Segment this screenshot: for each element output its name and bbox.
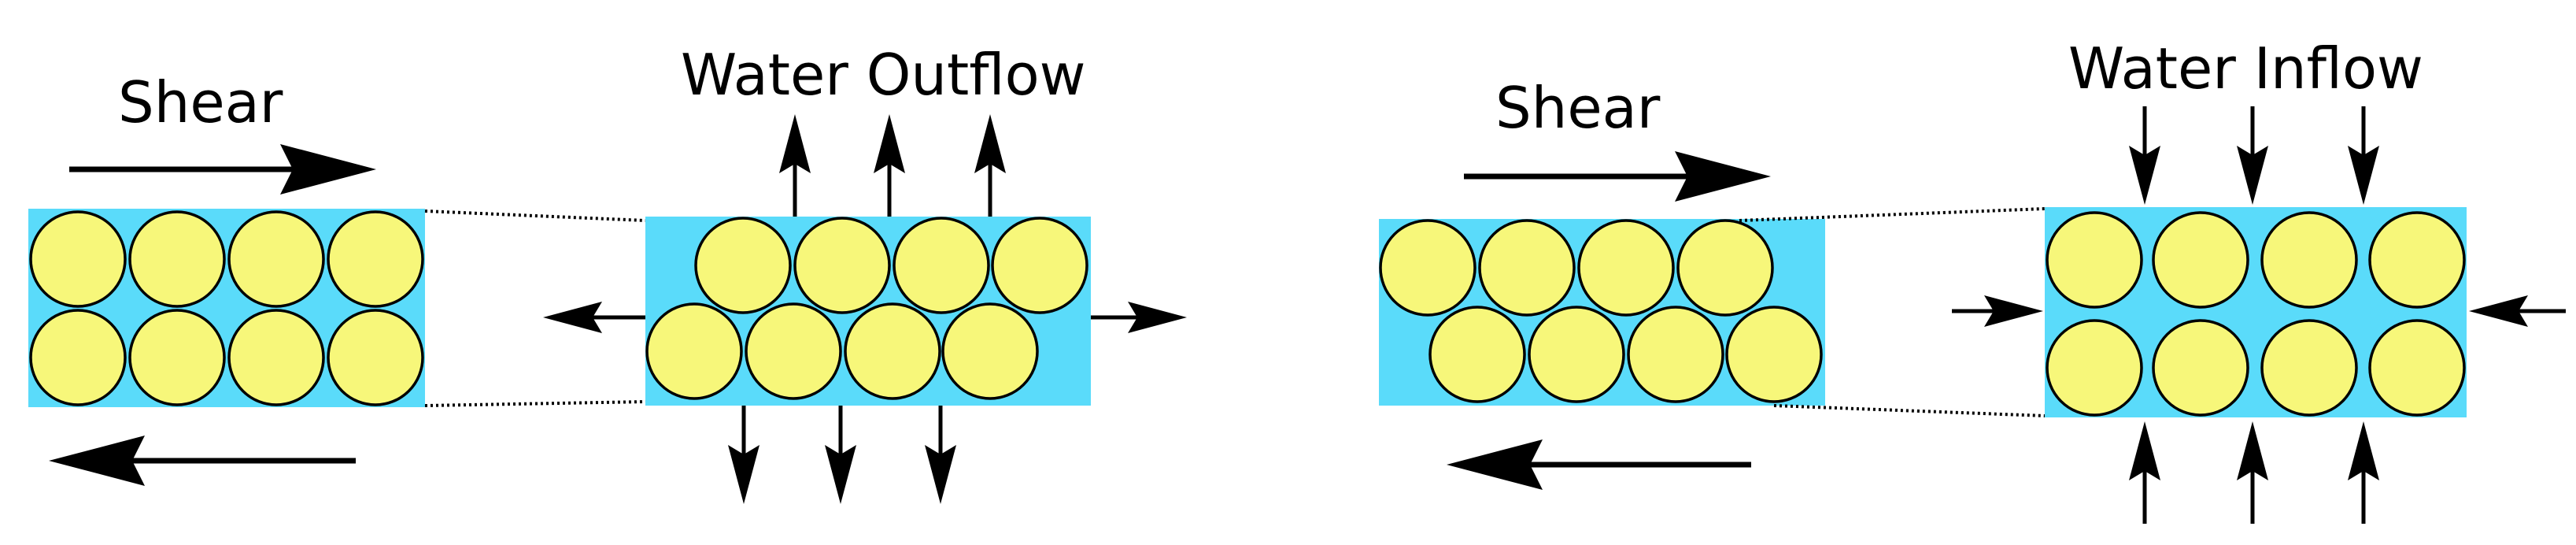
grain bbox=[128, 210, 226, 308]
shear-arrow-top-right bbox=[1464, 151, 1771, 202]
grain bbox=[2152, 211, 2249, 309]
dilation-panel: Shear Water Outflow bbox=[28, 42, 1187, 504]
grain bbox=[29, 210, 127, 308]
grain bbox=[844, 302, 941, 400]
grain bbox=[1627, 306, 1724, 403]
shear-arrow-top-left bbox=[69, 144, 376, 195]
grain bbox=[227, 210, 325, 308]
inflow-arrow-from-right bbox=[2469, 295, 2566, 327]
grain bbox=[1528, 306, 1625, 403]
grain bbox=[2152, 319, 2249, 417]
grain bbox=[1428, 306, 1526, 403]
grain bbox=[1676, 219, 1774, 317]
grain bbox=[1478, 219, 1576, 317]
connector-bottom-right bbox=[1773, 404, 2046, 417]
grain-group-compacted bbox=[2046, 211, 2466, 417]
grain bbox=[991, 217, 1088, 314]
grain bbox=[128, 309, 226, 406]
compaction-panel: Shear Water Inflow bbox=[1379, 35, 2566, 524]
outflow-arrow-down bbox=[728, 406, 759, 504]
grain-group-initial-left bbox=[29, 210, 424, 406]
water-inflow-label: Water Inflow bbox=[2068, 35, 2423, 102]
outflow-arrow-up bbox=[874, 114, 905, 217]
grain bbox=[2046, 211, 2143, 309]
grain bbox=[941, 302, 1039, 400]
grain bbox=[2368, 211, 2466, 309]
inflow-arrow-up bbox=[2237, 421, 2268, 524]
grain bbox=[645, 302, 743, 400]
shear-label-right: Shear bbox=[1495, 75, 1661, 141]
water-outflow-label: Water Outflow bbox=[681, 42, 1086, 108]
shear-arrow-bottom-left bbox=[49, 436, 356, 486]
grain bbox=[1577, 219, 1675, 317]
connector-top-left bbox=[424, 209, 646, 222]
inflow-arrow-down bbox=[2237, 106, 2268, 205]
outflow-arrow-down bbox=[825, 406, 856, 504]
grain bbox=[2046, 319, 2143, 417]
inflow-arrow-down bbox=[2129, 106, 2160, 205]
grain bbox=[2260, 319, 2358, 417]
outflow-arrow-left bbox=[543, 302, 645, 333]
outflow-arrow-up bbox=[779, 114, 811, 217]
grain bbox=[2368, 319, 2466, 417]
grain bbox=[793, 217, 891, 314]
grain bbox=[1725, 306, 1823, 403]
shear-arrow-bottom-right bbox=[1447, 439, 1751, 490]
grain bbox=[227, 309, 325, 406]
grain bbox=[745, 302, 842, 400]
grain bbox=[29, 309, 127, 406]
outflow-arrow-down bbox=[925, 406, 956, 504]
inflow-arrow-down bbox=[2348, 106, 2379, 205]
grain bbox=[2260, 211, 2358, 309]
grain bbox=[327, 309, 424, 406]
connector-bottom-left bbox=[424, 400, 646, 407]
grain bbox=[893, 217, 990, 314]
connector-top-right bbox=[1739, 207, 2046, 222]
grain bbox=[327, 210, 424, 308]
outflow-arrow-right bbox=[1091, 302, 1187, 333]
grain-group-dilated bbox=[645, 217, 1088, 400]
grain bbox=[694, 217, 792, 314]
grain-group-initial-right bbox=[1379, 219, 1823, 403]
inflow-arrow-from-left bbox=[1952, 295, 2043, 327]
outflow-arrow-up bbox=[974, 114, 1006, 217]
inflow-arrow-up bbox=[2348, 421, 2379, 524]
grain bbox=[1379, 219, 1476, 317]
inflow-arrow-up bbox=[2129, 421, 2160, 524]
shear-label-left: Shear bbox=[118, 69, 283, 135]
